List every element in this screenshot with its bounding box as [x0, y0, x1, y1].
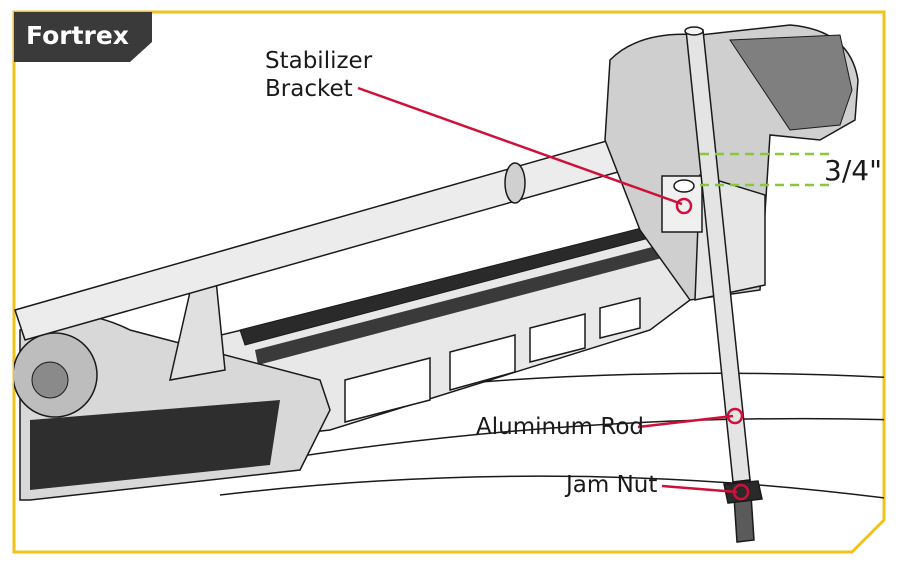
shaft-collar [504, 162, 526, 204]
motor-head-wheel-hub [31, 361, 69, 399]
jam-nut-label: Jam Nut [564, 472, 657, 498]
dimension-label: 3/4" [824, 154, 882, 187]
rail-cutout-2 [449, 334, 516, 391]
motor-head-dark-panel [30, 400, 280, 490]
jam-nut-callout-line [661, 484, 738, 494]
rail-cutout-4 [599, 297, 641, 339]
rail-cutout-3 [529, 313, 586, 363]
model-badge [14, 12, 152, 62]
boat-deck-curve-lower [214, 417, 884, 471]
stabilizer-callout-line [357, 86, 683, 206]
model-badge-label: Fortrex [26, 21, 129, 50]
boat-hull-curve [219, 475, 884, 501]
mount-rail-slot-strip [255, 245, 662, 365]
aluminum-rod-top [684, 26, 704, 36]
aluminum-rod-label: Aluminum Rod [476, 414, 644, 440]
jam-nut [723, 480, 763, 504]
control-head-dark-panel [729, 34, 853, 131]
aluminum-rod-callout-line [637, 414, 734, 429]
illustration [14, 24, 884, 543]
stabilizer-bracket-hole [673, 179, 695, 193]
aluminum-rod-callout-dot [726, 407, 744, 425]
rail-cutout-1 [344, 357, 431, 423]
stabilizer-label-line2: Bracket [265, 76, 353, 102]
stabilizer-label-line1: Stabilizer [265, 48, 373, 74]
stabilizer-callout-dot [675, 197, 693, 215]
jam-nut-callout-dot [732, 483, 750, 501]
